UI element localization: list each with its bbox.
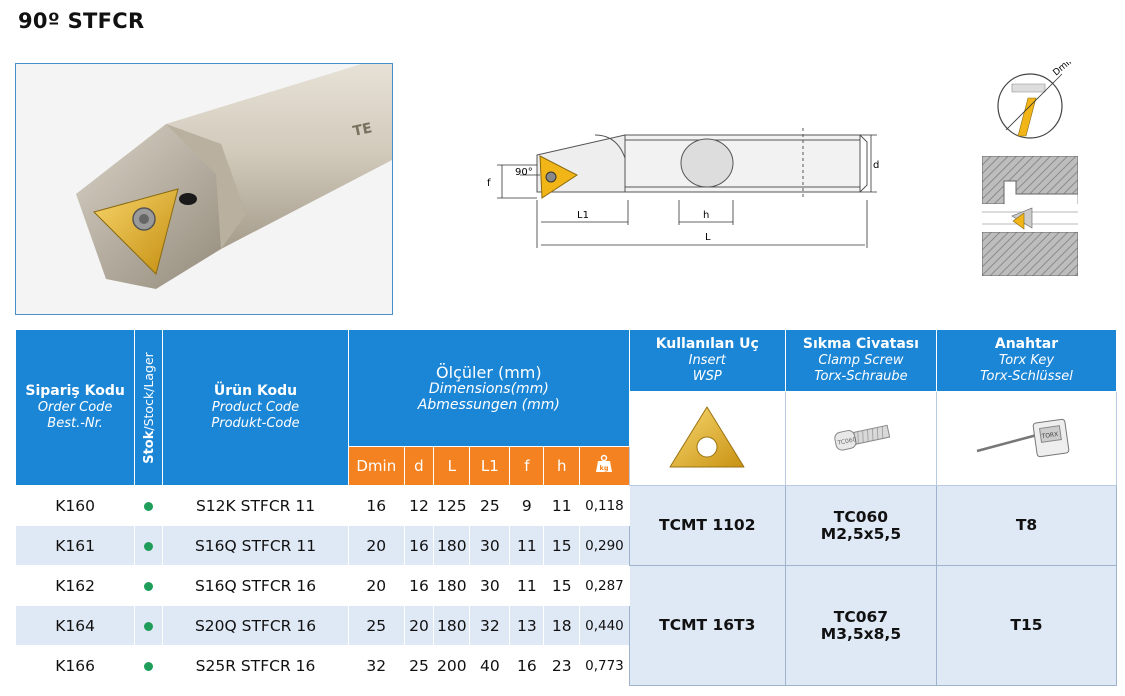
insert-image — [628, 391, 786, 486]
dmin-label: Dmin — [1052, 62, 1074, 78]
header-dimensions: Ölçüler (mm) Dimensions(mm) Abmessungen … — [348, 329, 630, 447]
dim-l1-label: L1 — [577, 210, 589, 221]
key-group-1: T8 — [936, 485, 1117, 566]
svg-text:TC060: TC060 — [836, 436, 857, 447]
dim-d-label: d — [873, 160, 879, 171]
col-dmin: Dmin — [348, 446, 405, 486]
dim-angle-label: 90° — [515, 167, 533, 178]
header-order-code: Sipariş Kodu Order Code Best.-Nr. — [14, 329, 136, 486]
clamp-screw-image: TC060 — [784, 391, 938, 486]
table-row: K166 S25R STFCR 16 32 25 200 40 16 23 0,… — [14, 645, 1117, 686]
product-photo: TE — [15, 63, 393, 315]
dim-f-label: f — [487, 178, 491, 189]
col-f: f — [509, 446, 545, 486]
in-stock-dot — [144, 621, 154, 631]
kg-weight-icon: kg — [596, 454, 613, 472]
header-product-code: Ürün Kodu Product Code Produkt-Code — [161, 329, 350, 486]
insert-group-2: TCMT 16T3 — [628, 565, 786, 686]
in-stock-dot — [144, 661, 154, 671]
table-row: K160 S12K STFCR 11 16 12 125 25 9 11 0,1… — [14, 485, 1117, 566]
insert-group-1: TCMT 1102 — [628, 485, 786, 566]
col-l: L — [433, 446, 471, 486]
page-title: 90º STFCR — [18, 9, 145, 33]
bore-section-figure — [981, 155, 1079, 277]
dim-l-label: L — [705, 232, 711, 243]
table-row: K164 S20Q STFCR 16 25 20 180 32 13 18 0,… — [14, 605, 1117, 646]
header-clamp-screw: Sıkma Civatası Clamp Screw Torx-Schraube — [784, 329, 938, 392]
svg-text:kg: kg — [600, 464, 609, 472]
in-stock-dot — [144, 581, 154, 591]
key-group-2: T15 — [936, 565, 1117, 686]
col-d: d — [403, 446, 435, 486]
dmin-figure: Dmin — [990, 55, 1076, 146]
spec-table: Sipariş Kodu Order Code Best.-Nr. Stok/S… — [14, 329, 1117, 686]
header-stock: Stok/Stock/Lager — [134, 329, 163, 486]
col-h: h — [543, 446, 581, 486]
header-insert: Kullanılan Uç Insert WSP — [628, 329, 786, 392]
in-stock-dot — [144, 541, 154, 551]
header-torx-key: Anahtar Torx Key Torx-Schlüssel — [936, 329, 1117, 392]
technical-drawing: f 90° L1 h L d — [485, 120, 885, 270]
svg-text:TORX: TORX — [1040, 430, 1058, 439]
col-weight: kg — [579, 446, 630, 486]
in-stock-dot — [144, 501, 154, 511]
table-row: K162 S16Q STFCR 16 20 16 180 30 11 15 0,… — [14, 565, 1117, 686]
col-l1: L1 — [469, 446, 511, 486]
brand-text: TE — [352, 120, 374, 140]
torx-key-image: TORX — [936, 391, 1117, 486]
dim-h-label: h — [703, 210, 709, 221]
table-row: K161 S16Q STFCR 11 20 16 180 30 11 15 0,… — [14, 525, 1117, 566]
